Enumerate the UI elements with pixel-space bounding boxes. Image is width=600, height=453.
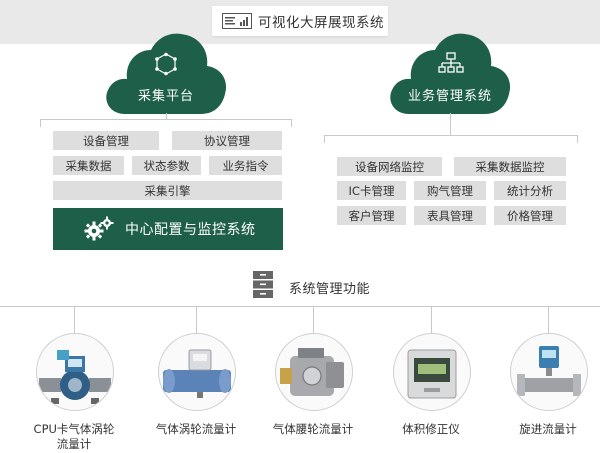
- device-connector: [548, 306, 549, 333]
- org-chart-icon: [438, 52, 464, 73]
- device-label-roots: 气体腰轮流量计: [272, 422, 354, 436]
- header-title-box: 可视化大屏展现系统: [212, 6, 388, 36]
- connector-line: [166, 113, 167, 119]
- tile-data-monitor: 采集数据监控: [454, 157, 566, 176]
- connector-line: [450, 113, 451, 135]
- hexagon-network-icon: [155, 52, 177, 76]
- device-label-vortex: 旋进流量计: [519, 422, 577, 436]
- cloud-shape: [390, 33, 511, 114]
- device-turbine-meter: [158, 333, 236, 411]
- tile-protocol-mgmt: 协议管理: [172, 131, 282, 150]
- file-cabinet-icon: [253, 271, 273, 298]
- device-label-turbine: 气体涡轮流量计: [155, 422, 237, 436]
- device-vortex-meter: [510, 333, 588, 411]
- cpu-turbine-meter-icon: [39, 350, 111, 404]
- collection-platform-cloud: 采集平台: [103, 30, 229, 120]
- device-volume-corrector: [393, 333, 471, 411]
- bracket-tick: [40, 119, 41, 127]
- tile-gas-purchase: 购气管理: [414, 181, 486, 200]
- device-label-cpu-turbine-line1: CPU卡气体涡轮: [33, 422, 115, 436]
- tile-meter: 表具管理: [414, 206, 486, 225]
- center-config-block: 中心配置与监控系统: [53, 208, 283, 250]
- cloud-label-business: 业务管理系统: [407, 89, 492, 104]
- system-mgmt-title: 系统管理功能: [289, 282, 371, 297]
- tile-net-monitor: 设备网络监控: [337, 157, 442, 176]
- tile-price: 价格管理: [494, 206, 566, 225]
- device-connector: [74, 306, 75, 333]
- tile-collect-data: 采集数据: [53, 156, 124, 175]
- device-connector: [196, 306, 197, 333]
- turbine-meter-icon: [163, 349, 231, 398]
- monitor-chart-icon: [222, 13, 252, 29]
- volume-corrector-icon: [407, 349, 457, 399]
- bracket-tick: [324, 135, 325, 143]
- device-cpu-turbine-meter: [36, 333, 114, 411]
- header-title: 可视化大屏展现系统: [258, 15, 384, 31]
- tile-customer: 客户管理: [337, 206, 406, 225]
- tile-device-mgmt: 设备管理: [53, 131, 159, 150]
- device-label-volume-corrector: 体积修正仪: [402, 422, 460, 436]
- bracket-tick: [577, 135, 578, 143]
- tile-collect-engine: 采集引擎: [53, 181, 282, 200]
- tile-status-params: 状态参数: [132, 156, 201, 175]
- bracket-tick: [291, 119, 292, 127]
- roots-meter-icon: [280, 348, 344, 396]
- bracket-line: [40, 119, 292, 120]
- device-connector: [313, 306, 314, 333]
- tile-business-cmd: 业务指令: [209, 156, 282, 175]
- device-connector: [431, 306, 432, 333]
- system-mgmt-line: [0, 306, 600, 307]
- device-roots-meter: [275, 333, 353, 411]
- tile-statistics: 统计分析: [494, 181, 566, 200]
- bracket-line: [324, 135, 578, 136]
- center-config-label: 中心配置与监控系统: [125, 222, 256, 238]
- vortex-meter-icon: [517, 346, 581, 396]
- cloud-label-collection: 采集平台: [137, 89, 194, 104]
- device-label-cpu-turbine-line2: 流量计: [56, 437, 92, 451]
- tile-ic-card: IC卡管理: [337, 181, 406, 200]
- gears-icon: [84, 216, 114, 241]
- business-system-cloud: 业务管理系统: [387, 30, 513, 120]
